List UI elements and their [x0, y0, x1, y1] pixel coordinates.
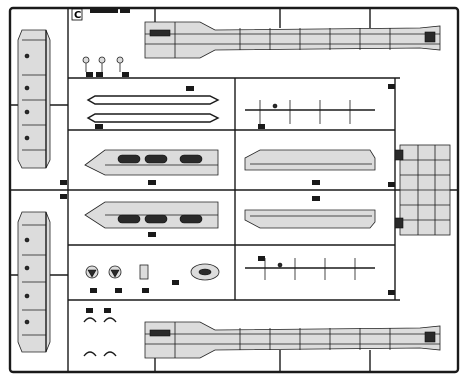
crossmember-upper [245, 100, 375, 129]
bottom-chassis-rail [144, 321, 441, 372]
axle-beam-lower [84, 201, 219, 237]
left-upper-rail-part [17, 29, 51, 169]
top-chassis-rail [144, 8, 441, 59]
side-panel-lower [244, 196, 376, 229]
right-bed-part [394, 144, 451, 236]
small-parts-bottom-left [85, 263, 220, 293]
crossmember-lower [245, 256, 375, 280]
frame-letter: C [74, 10, 81, 21]
left-lower-rail-part [17, 211, 51, 353]
small-parts-top-left [82, 56, 129, 77]
small-curved-parts [83, 308, 117, 357]
rod-parts [86, 86, 220, 129]
axle-beam-upper [84, 149, 219, 185]
sprue-runner-frame [8, 6, 460, 374]
side-panel-upper [244, 149, 376, 185]
frame-letter-badge: C [71, 8, 130, 21]
runner-gate-tags [60, 84, 395, 295]
